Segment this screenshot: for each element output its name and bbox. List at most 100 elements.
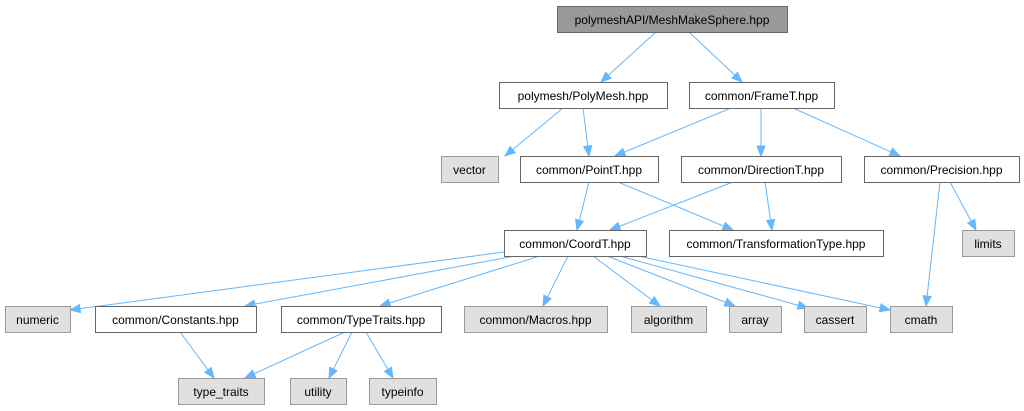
arrowhead-icon [648,295,662,307]
edge-line [333,331,353,370]
node-coord[interactable]: common/CoordT.hpp [504,230,647,257]
node-box[interactable] [504,230,647,257]
node-label: common/PointT.hpp [536,163,642,177]
node-label: typeinfo [381,385,423,399]
edge-direction-to-transform [764,181,776,232]
node-label: utility [304,385,331,399]
edge-line [547,255,569,298]
node-root[interactable]: polymeshAPI/MeshMakeSphere.hpp [557,6,788,33]
edge-line [949,181,972,222]
node-point[interactable]: common/PointT.hpp [520,156,659,183]
node-frame[interactable]: common/FrameT.hpp [689,82,835,109]
edges-layer [68,31,977,380]
node-box[interactable] [464,306,608,333]
edge-line [578,181,590,221]
edge-coord-to-algorithm [592,255,662,307]
node-label: cmath [905,313,938,327]
arrowhead-icon [765,218,776,232]
edge-line [792,107,892,153]
node-box[interactable] [729,306,782,333]
edge-coord-to-cassert [619,255,810,310]
node-box[interactable] [520,156,659,183]
node-numeric[interactable]: numeric [5,306,71,333]
node-box[interactable] [178,378,265,405]
arrowhead-icon [878,303,892,313]
node-box[interactable] [689,82,835,109]
edge-line [619,181,734,227]
arrowhead-icon [721,221,735,231]
node-vector[interactable]: vector [441,156,499,183]
node-box[interactable] [890,306,953,333]
edge-frame-to-precision [792,107,902,157]
edge-line [389,255,541,304]
arrowhead-icon [243,369,257,379]
edge-line [512,107,564,151]
node-cmath[interactable]: cmath [890,306,953,333]
edge-point-to-coord [574,181,590,232]
edge-line [365,331,389,370]
node-constants[interactable]: common/Constants.hpp [95,306,257,333]
node-label: common/Precision.hpp [880,163,1002,177]
node-box[interactable] [95,306,257,333]
node-box[interactable] [864,156,1020,183]
node-algorithm[interactable]: algorithm [631,306,707,333]
node-polymesh[interactable]: polymesh/PolyMesh.hpp [499,82,668,109]
node-precision[interactable]: common/Precision.hpp [864,156,1020,183]
node-label: common/Macros.hpp [479,313,591,327]
node-type_traits[interactable]: type_traits [178,378,265,405]
node-box[interactable] [804,306,867,333]
node-label: polymesh/PolyMesh.hpp [518,89,649,103]
node-label: common/TypeTraits.hpp [297,313,426,327]
node-direction[interactable]: common/DirectionT.hpp [681,156,842,183]
arrowhead-icon [888,147,902,157]
arrowhead-icon [503,145,517,157]
node-box[interactable] [962,230,1015,257]
edge-polymesh-to-point [582,107,593,158]
node-cassert[interactable]: cassert [804,306,867,333]
node-box[interactable] [5,306,71,333]
node-box[interactable] [290,378,347,405]
edge-line [582,107,589,147]
edge-line [624,107,732,153]
edge-typetraits-to-type_traits [243,331,346,379]
edge-line [79,251,505,310]
node-typeinfo[interactable]: typeinfo [369,378,437,405]
node-label: type_traits [193,385,248,399]
arrowhead-icon [203,366,215,380]
node-label: common/CoordT.hpp [519,237,631,251]
node-utility[interactable]: utility [290,378,347,405]
node-transform[interactable]: common/TransformationType.hpp [669,230,884,257]
node-box[interactable] [557,6,788,33]
node-box[interactable] [681,156,842,183]
arrowhead-icon [723,297,737,307]
edge-coord-to-constants [243,255,516,309]
edge-line [764,181,772,221]
node-box[interactable] [669,230,884,257]
node-label: common/TransformationType.hpp [687,237,866,251]
edge-root-to-polymesh [600,31,657,83]
arrowhead-icon [613,147,627,157]
edge-frame-to-point [613,107,732,157]
edge-line [619,255,799,306]
node-typetraits[interactable]: common/TypeTraits.hpp [281,306,442,333]
node-label: numeric [16,313,59,327]
arrowhead-icon [731,71,743,83]
edge-coord-to-array [606,255,737,307]
node-label: algorithm [644,313,693,327]
edge-line [617,181,724,227]
node-box[interactable] [281,306,442,333]
edge-root-to-frame [688,31,743,83]
node-limits[interactable]: limits [962,230,1015,257]
edge-coord-to-cmath [637,255,892,313]
edge-line [608,31,657,76]
node-array[interactable]: array [729,306,782,333]
edge-point-to-transform [617,181,735,231]
node-macros[interactable]: common/Macros.hpp [464,306,608,333]
edge-constants-to-type_traits [179,331,215,380]
node-box[interactable] [499,82,668,109]
arrowhead-icon [574,218,585,232]
node-box[interactable] [441,156,499,183]
node-box[interactable] [631,306,707,333]
node-box[interactable] [369,378,437,405]
node-label: common/Constants.hpp [112,313,239,327]
